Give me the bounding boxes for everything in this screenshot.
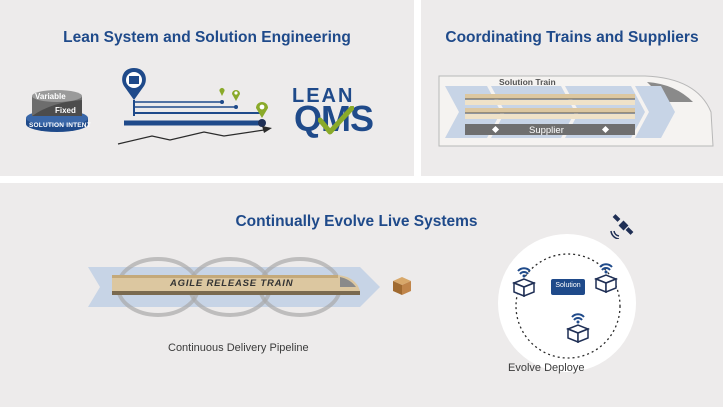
- solution-box: [551, 279, 585, 295]
- cylinder-fixed-label: Fixed: [55, 106, 76, 115]
- package-icon: [393, 277, 411, 295]
- checkmark-icon: [318, 106, 354, 135]
- lean-qms-logo-top: LEAN: [292, 85, 355, 107]
- deploy-cycle-diagram: [515, 253, 621, 359]
- panel-lean-engineering: Lean System and Solution Engineering Var…: [0, 0, 414, 176]
- box-icon: [593, 263, 619, 293]
- solution-train-label: Solution Train: [499, 77, 556, 87]
- coordinating-trains-title: Coordinating Trains and Suppliers: [445, 29, 699, 46]
- satellite-icon: [610, 214, 634, 239]
- roadmap-diagram: [117, 68, 272, 145]
- agile-release-train-label: AGILE RELEASE TRAIN: [170, 278, 294, 289]
- deploy-circle: [498, 234, 636, 372]
- supplier-label: Supplier: [529, 125, 564, 136]
- evolve-live-systems-title: Continually Evolve Live Systems: [235, 213, 478, 230]
- cylinder-variable-label: Variable: [35, 92, 66, 101]
- panel-evolve-live-systems: Continually Evolve Live Systems AGILE RE…: [0, 183, 723, 407]
- solution-train-graphic: [438, 75, 714, 147]
- solution-intent-cylinder: [26, 90, 88, 132]
- lean-qms-logo-bottom: QMS: [294, 98, 374, 139]
- panel-coordinating-trains: Coordinating Trains and Suppliers Soluti…: [421, 0, 723, 176]
- lean-engineering-title: Lean System and Solution Engineering: [63, 29, 351, 46]
- box-icon: [565, 313, 591, 343]
- evolve-deploy-caption: Evolve Deploye: [508, 362, 585, 374]
- agile-release-train-pipeline: [88, 257, 380, 317]
- continuous-delivery-pipeline-caption: Continuous Delivery Pipeline: [168, 342, 309, 354]
- solution-box-label: Solution: [555, 282, 581, 289]
- box-icon: [511, 267, 537, 297]
- cylinder-band-label: SOLUTION INTENT: [29, 122, 91, 129]
